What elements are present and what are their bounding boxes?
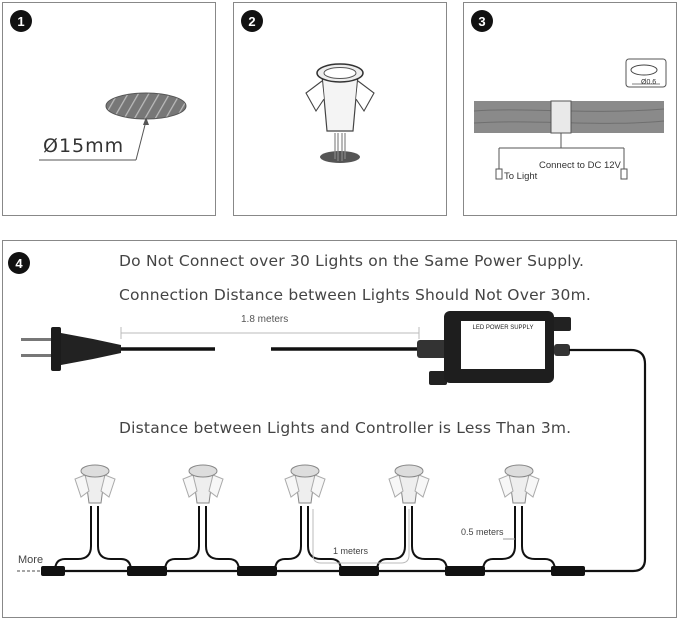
installed-light-icon	[550, 100, 572, 134]
drilled-hole-icon	[105, 92, 187, 120]
spacing-05m-label: 0.5 meters	[461, 527, 504, 537]
spacing-1m-guide	[312, 509, 410, 564]
max-lights-note: Do Not Connect over 30 Lights on the Sam…	[119, 252, 585, 270]
inline-connectors	[41, 566, 585, 576]
step-2-panel: 2	[233, 2, 447, 216]
to-light-label: To Light	[504, 171, 538, 182]
power-supply-icon	[417, 311, 571, 385]
spacing-1m-label: 1 meters	[333, 546, 369, 556]
controller-distance-note: Distance between Lights and Controller i…	[119, 419, 572, 437]
arrow-icon	[143, 117, 149, 125]
plug-icon	[21, 327, 121, 371]
hole-icon	[320, 151, 360, 163]
step-4-badge: 4	[8, 252, 30, 274]
step-4-panel: 4 Do Not Connect over 30 Lights on the S…	[2, 240, 677, 618]
wiring-drawing	[473, 58, 667, 180]
step-3-badge: 3	[471, 10, 493, 32]
output-cable	[569, 348, 647, 573]
deck-lights	[54, 464, 556, 572]
step-1-badge: 1	[10, 10, 32, 32]
connector-icon	[620, 168, 628, 180]
light-fixture-icon	[321, 74, 359, 132]
inset-label: Ø0.6	[641, 79, 657, 86]
step-1-panel: 1 Ø15mm	[2, 2, 216, 216]
power-supply-title: LED POWER SUPPLY	[472, 325, 534, 331]
more-label: More	[18, 554, 44, 566]
connect-dc-label: Connect to DC 12V	[539, 160, 621, 171]
max-distance-note: Connection Distance between Lights Shoul…	[119, 286, 592, 304]
light-install-drawing	[305, 63, 375, 163]
hole-drawing	[39, 92, 187, 161]
step-3-panel: 3 Ø0.6 Connect to DC 12V To Light	[463, 2, 677, 216]
connection-diagram	[17, 311, 647, 576]
connector-icon	[495, 168, 503, 180]
cord-length-label: 1.8 meters	[241, 314, 289, 325]
hole-diameter-label: Ø15mm	[43, 135, 125, 157]
step-2-badge: 2	[241, 10, 263, 32]
